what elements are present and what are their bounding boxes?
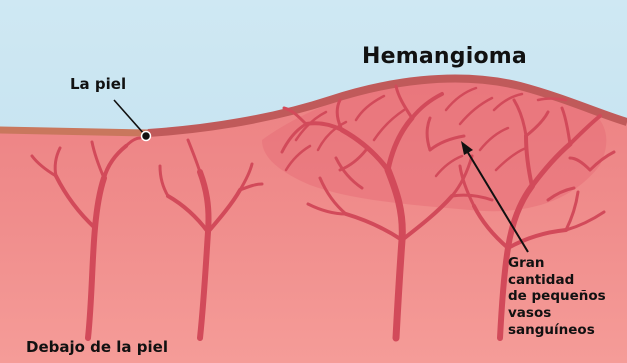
vessels-label-line: cantidad bbox=[508, 272, 606, 289]
vessels-label-line: Gran bbox=[508, 255, 606, 272]
vessels-label-line: de pequeños bbox=[508, 288, 606, 305]
under-skin-label: Debajo de la piel bbox=[26, 340, 168, 355]
skin-label: La piel bbox=[70, 77, 126, 92]
vessels-label-line: sanguíneos bbox=[508, 322, 606, 339]
skin-pointer-dot bbox=[142, 132, 151, 141]
skin-surface-flat bbox=[0, 130, 148, 133]
vessels-label-line: vasos bbox=[508, 305, 606, 322]
vessels-label: Gran cantidad de pequeños vasos sanguíne… bbox=[508, 255, 606, 339]
diagram-title: Hemangioma bbox=[362, 46, 527, 68]
